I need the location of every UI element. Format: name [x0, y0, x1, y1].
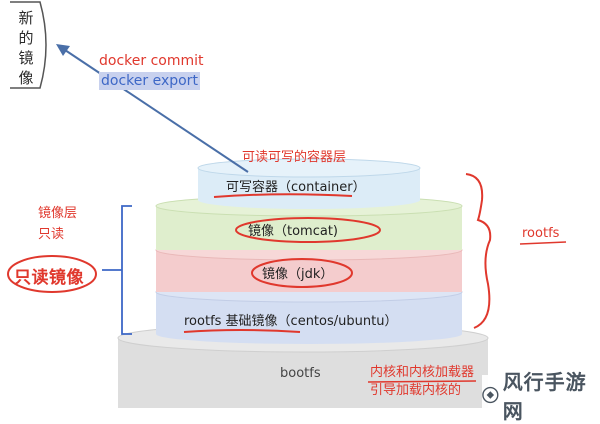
rootfs-side-underline [519, 241, 567, 245]
rootfs-base-label: rootfs 基础镜像（centos/ubuntu） [184, 314, 398, 329]
image-layer-bracket [121, 205, 132, 335]
readonly-circle [7, 255, 97, 293]
watermark: 风行手游网 [482, 370, 600, 423]
jdk-circle [251, 258, 353, 288]
watermark-text: 风行手游网 [502, 370, 587, 423]
image-layer-label: 镜像层 [38, 206, 78, 221]
bootfs-label: bootfs [280, 366, 321, 381]
readwrite-underline [213, 193, 353, 198]
rootfs-underline [183, 329, 301, 333]
commit-arrow [56, 44, 249, 173]
kernel-label: 内核和内核加载器 [370, 365, 475, 380]
kernel-underline [367, 380, 477, 383]
readonly-image-label: 只读镜像 [14, 268, 84, 288]
readonly-label: 只读 [38, 227, 65, 242]
readwrite-title: 可读可写的容器层 [242, 150, 347, 165]
rootfs-side-label: rootfs [522, 226, 560, 241]
tomcat-circle [235, 217, 381, 243]
watermark-logo-icon [482, 386, 499, 404]
docker-export-label: docker export [99, 72, 200, 90]
readwrite-layer-label: 可写容器（container） [226, 180, 366, 195]
jdk-layer-label: 镜像（jdk） [262, 267, 334, 282]
tomcat-layer-label: 镜像（tomcat) [248, 224, 338, 239]
diagram-graphics [7, 1, 567, 408]
docker-commit-label: docker commit [99, 53, 204, 69]
new-image-shape [10, 1, 47, 89]
kernel-boot-label: 引导加载内核的 [370, 383, 462, 398]
rootfs-brace [465, 173, 492, 329]
new-image-label: 新的镜像 [18, 9, 34, 87]
